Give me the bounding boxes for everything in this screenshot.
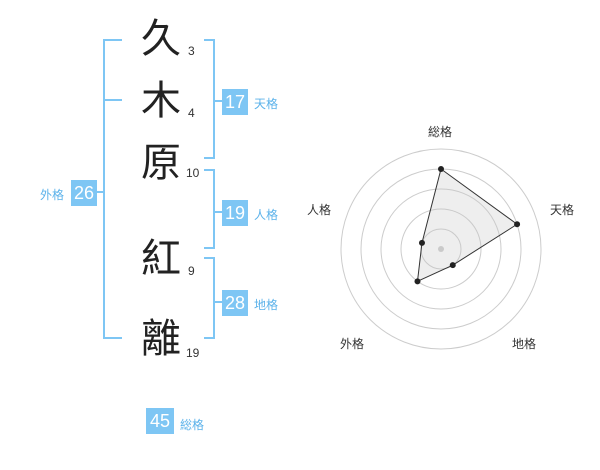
soukaku-label: 総格 — [180, 418, 205, 432]
radar-point-3 — [449, 262, 456, 269]
stroke-count-3: 10 — [186, 166, 200, 180]
radar-grid-ring-5 — [340, 148, 542, 350]
name-char-3: 原 — [141, 140, 181, 186]
chikaku-bracket — [204, 257, 215, 339]
radar-grid-ring-2 — [400, 208, 482, 290]
gaikaku-badge: 26 — [71, 180, 97, 206]
gaikaku-label: 外格 — [40, 188, 65, 202]
chikaku-label: 地格 — [254, 298, 279, 312]
name-char-2: 木 — [141, 78, 181, 124]
stroke-count-2: 4 — [188, 106, 195, 120]
name-char-4: 紅 — [141, 236, 181, 282]
tenkaku-bracket — [204, 39, 215, 159]
radar-axis-label-jinkaku: 人格 — [307, 203, 332, 217]
name-char-1: 久 — [141, 16, 181, 62]
stroke-count-1: 3 — [188, 44, 195, 58]
radar-point-4 — [414, 278, 421, 285]
radar-series-polygon — [416, 168, 518, 283]
radar-axis-label-soukaku: 総格 — [428, 125, 453, 139]
radar-grid-ring-3 — [380, 188, 502, 310]
soukaku-badge: 45 — [146, 408, 174, 434]
jinkaku-label: 人格 — [254, 208, 279, 222]
stroke-count-4: 9 — [188, 264, 195, 278]
radar-point-5 — [418, 239, 425, 246]
chikaku-badge: 28 — [222, 290, 248, 316]
gaikaku-bracket — [103, 39, 122, 339]
radar-axis-label-tenkaku: 天格 — [550, 203, 575, 217]
name-char-5: 離 — [141, 316, 181, 362]
radar-axis-label-chikaku: 地格 — [512, 337, 537, 351]
radar-axis-label-gaikaku: 外格 — [340, 337, 365, 351]
radar-point-1 — [438, 166, 444, 172]
radar-point-2 — [514, 221, 521, 228]
tenkaku-label: 天格 — [254, 97, 279, 111]
stroke-count-5: 19 — [186, 346, 200, 360]
jinkaku-bracket — [204, 169, 215, 249]
radar-center-dot — [438, 246, 444, 252]
jinkaku-badge: 19 — [222, 200, 248, 226]
tenkaku-badge: 17 — [222, 89, 248, 115]
